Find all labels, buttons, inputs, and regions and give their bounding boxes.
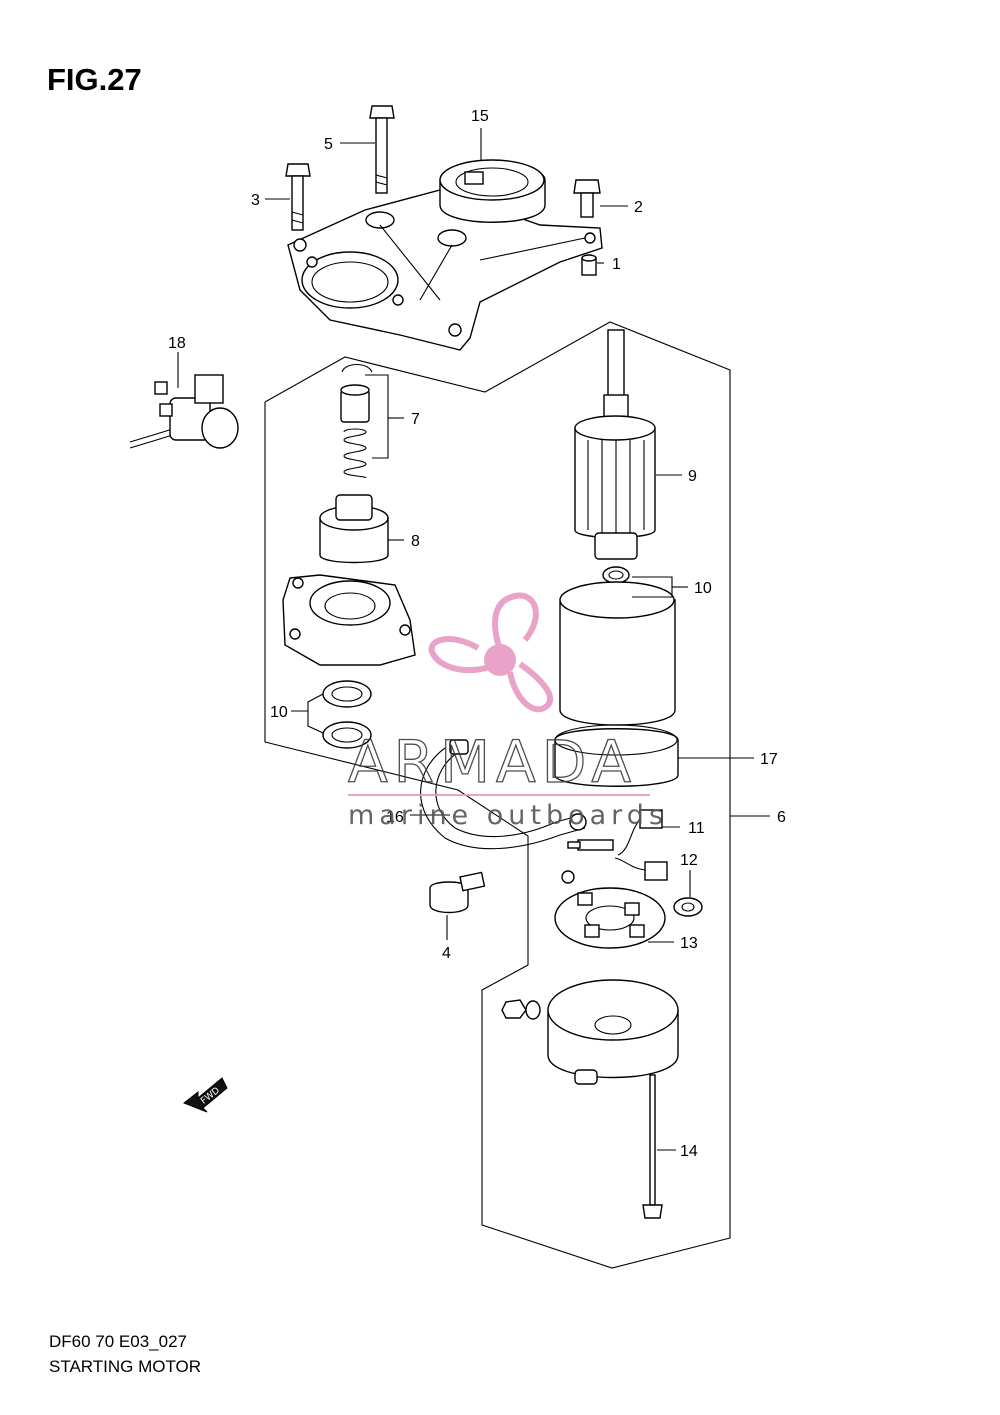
grommet-part-12	[673, 897, 703, 917]
watermark-tagline: marine outboards	[348, 800, 668, 831]
watermark: ARMADA marine outboards	[347, 592, 668, 831]
callout-7: 7	[411, 411, 420, 428]
armature-part-9	[574, 329, 656, 560]
callout-3: 3	[251, 192, 260, 209]
figure-title: FIG.27	[47, 62, 142, 97]
bolt-part-4	[429, 871, 486, 914]
brush-holder-part-13	[554, 887, 666, 949]
pin-part-1	[581, 254, 597, 276]
figure-code: DF60 70 E03_027	[49, 1332, 187, 1351]
solenoid-part-18	[129, 374, 239, 449]
callout-18: 18	[168, 335, 186, 352]
callout-labels: 1 2 3 4 5 6 7 8 9 10 10 11 12 13 14 15 1…	[168, 108, 786, 1160]
callout-9: 9	[688, 468, 697, 485]
band-part-17	[554, 724, 679, 787]
callout-10-right: 10	[694, 580, 712, 597]
bolt-part-5	[369, 105, 395, 194]
figure-name: STARTING MOTOR	[49, 1357, 202, 1376]
callout-1: 1	[612, 256, 621, 273]
ring-part-15	[439, 159, 546, 223]
nut-and-washer	[501, 999, 541, 1020]
bracket	[287, 189, 603, 351]
callout-8: 8	[411, 533, 420, 550]
callout-10-left: 10	[270, 704, 288, 721]
callout-2: 2	[634, 199, 643, 216]
bolt-part-2	[573, 179, 601, 218]
washers-part-10-left	[322, 680, 372, 749]
front-housing	[282, 574, 416, 666]
fwd-direction-badge: FWD	[183, 1077, 228, 1113]
watermark-brand: ARMADA	[348, 728, 637, 796]
callout-11: 11	[688, 820, 705, 837]
brush-leads-part-11	[567, 809, 668, 881]
callout-6: 6	[777, 809, 786, 826]
rear-end-cover	[547, 979, 679, 1085]
bolt-part-3	[285, 163, 311, 231]
callout-14: 14	[680, 1143, 698, 1160]
callout-16: 16	[386, 809, 404, 826]
through-bolt-part-14	[642, 1074, 663, 1219]
callout-5: 5	[324, 136, 333, 153]
small-screw	[561, 870, 575, 884]
callout-17: 17	[760, 751, 778, 768]
spring-stack-part-7	[340, 363, 373, 479]
callout-12: 12	[680, 852, 698, 869]
yoke	[559, 581, 676, 726]
callout-15: 15	[471, 108, 489, 125]
callout-4: 4	[442, 945, 451, 962]
pinion-part-8	[319, 494, 389, 564]
assembly-outline	[264, 321, 731, 1269]
callout-13: 13	[680, 935, 698, 952]
leader-lines	[177, 128, 770, 1151]
strap-part-16	[420, 739, 587, 850]
propeller-logo	[428, 592, 553, 713]
